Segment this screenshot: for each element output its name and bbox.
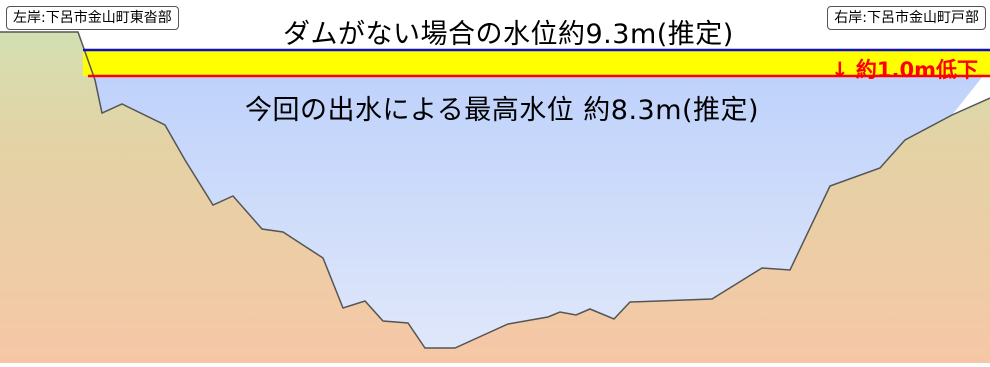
water-level-drop-text: ↓ 約1.0m低下 (831, 58, 978, 82)
water-level-difference-band (83, 50, 990, 76)
water-body (88, 76, 983, 348)
actual-water-level-text: 今回の出水による最高水位 約8.3m(推定) (245, 95, 760, 126)
no-dam-water-level-text: ダムがない場合の水位約9.3m(推定) (283, 19, 734, 50)
left-bank-label: 左岸:下呂市金山町東沓部 (6, 6, 179, 30)
terrain-outline (0, 31, 990, 349)
right-bank-label: 右岸:下呂市金山町戸部 (827, 6, 986, 30)
